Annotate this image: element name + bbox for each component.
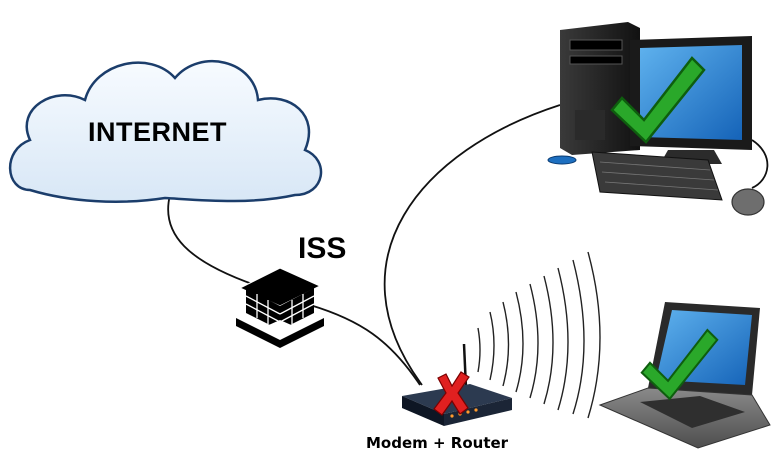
- router-label: Modem + Router: [366, 434, 509, 452]
- internet-label: INTERNET: [88, 117, 227, 147]
- cable-internet-isp: [167, 194, 256, 286]
- red-x-icon: [433, 371, 470, 416]
- isp-label: ISS: [298, 232, 347, 265]
- wifi-waves-icon: [477, 251, 601, 419]
- cloud-icon: [8, 60, 323, 203]
- cable-router-desktop: [383, 104, 561, 386]
- cable-isp-router: [309, 304, 421, 386]
- isp-building-icon: [236, 267, 324, 348]
- cable-desktop-mouse: [751, 139, 769, 189]
- cables: [167, 104, 769, 386]
